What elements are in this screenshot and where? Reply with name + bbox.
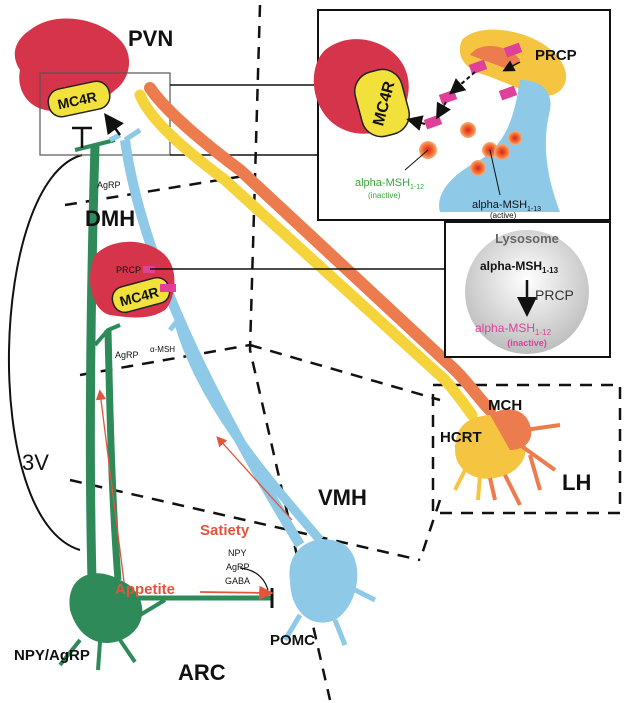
lysosome-from-sub: 1-13 <box>542 266 559 275</box>
lysosome-title: Lysosome <box>495 231 559 246</box>
inset-inactive-sub: 1-12 <box>410 184 424 191</box>
inset-active-sub: 1-13 <box>527 206 541 213</box>
lysosome-from: alpha-MSH1-13 <box>480 259 559 275</box>
pomc-neuron <box>108 127 377 646</box>
region-vmh: VMH <box>318 485 367 510</box>
lysosome-enzyme: PRCP <box>535 287 574 303</box>
lysosome-to-sub: 1-12 <box>535 328 552 337</box>
mch-label: MCH <box>488 397 522 414</box>
satiety-label: Satiety <box>200 522 250 539</box>
lysosome-from-main: alpha-MSH <box>480 259 542 273</box>
agrp-top-label: AgRP <box>97 180 121 190</box>
prcp-dmh-label: PRCP <box>116 265 141 275</box>
npy-agrp-neuron-label: NPY/AgRP <box>14 647 90 664</box>
region-pvn: PVN <box>128 26 173 51</box>
pomc-neuron-label: POMC <box>270 632 315 649</box>
inset-active-main: alpha-MSH <box>472 199 527 211</box>
lysosome-to-state: (inactive) <box>507 338 547 348</box>
region-dmh: DMH <box>85 206 135 231</box>
hcrt-label: HCRT <box>440 429 482 446</box>
agrp-dmh-label: AgRP <box>115 350 139 360</box>
lysosome-to: alpha-MSH1-12 <box>475 321 552 337</box>
amsh-dmh-label: α-MSH <box>150 345 175 354</box>
inset-panel <box>313 9 611 221</box>
lh-projection-orange <box>144 82 496 416</box>
inset-inactive-msh: alpha-MSH1-12 <box>355 177 424 191</box>
npy-label: NPY <box>228 548 247 558</box>
lh-neurons <box>453 409 561 506</box>
prcp-marker-dmh <box>143 266 155 273</box>
lh-projection-yellow <box>134 89 478 421</box>
npy-agrp-neuron <box>58 138 274 671</box>
lysosome-to-main: alpha-MSH <box>475 321 535 335</box>
region-lh: LH <box>562 470 591 495</box>
inset-active-state: (active) <box>490 211 517 220</box>
third-ventricle-outline <box>8 154 83 551</box>
lysosome-panel <box>444 221 611 358</box>
mc4r-top-bg <box>47 80 111 118</box>
appetite-label: Appetite <box>115 581 175 598</box>
inset-prcp-label: PRCP <box>535 47 577 64</box>
gaba-label: GABA <box>225 576 250 586</box>
inset-inactive-main: alpha-MSH <box>355 177 410 189</box>
inset-inactive-state: (inactive) <box>368 191 401 200</box>
inset-active-msh: alpha-MSH1-13 <box>472 199 541 213</box>
third-ventricle-label: 3V <box>22 450 49 475</box>
agrp-list-label: AgRP <box>226 562 250 572</box>
region-arc: ARC <box>178 660 226 685</box>
